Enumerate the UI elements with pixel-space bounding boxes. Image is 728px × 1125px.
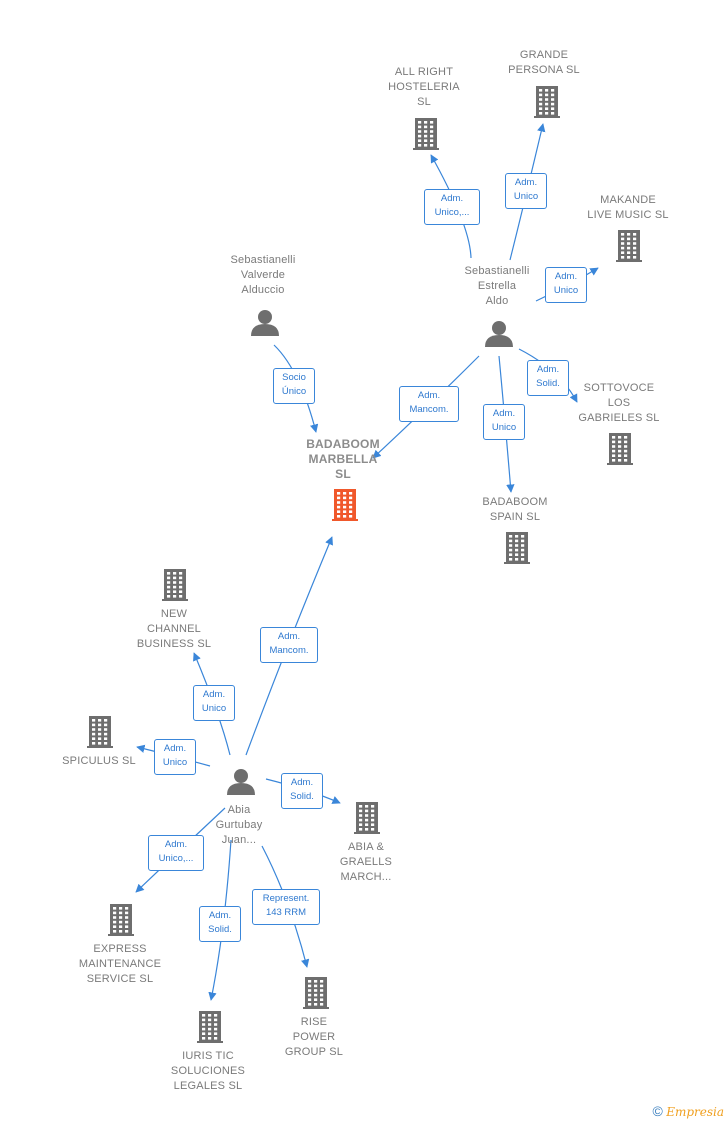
footer-brand: © Empresia (653, 1103, 724, 1119)
node-label-sebastianelli_estrella[interactable]: Sebastianelli Estrella Aldo (464, 265, 530, 307)
node-label-abia[interactable]: Abia Gurtubay Juan... (215, 804, 263, 846)
building-icon-all_right[interactable] (413, 118, 439, 150)
edge-label-e13: Adm. Solid. (199, 906, 241, 942)
edge-label-e1: Socio Único (273, 368, 315, 404)
edge-label-e9: Adm. Unico (193, 685, 235, 721)
node-label-sebastianelli_valverde[interactable]: Sebastianelli Valverde Alduccio (230, 254, 296, 296)
edge-label-e11: Adm. Solid. (281, 773, 323, 809)
building-icon-spiculus[interactable] (87, 716, 113, 748)
node-label-grande_persona[interactable]: GRANDE PERSONA SL (508, 49, 580, 76)
edge-label-e7: Adm. Unico (483, 404, 525, 440)
edge-label-e4: Adm. Unico (505, 173, 547, 209)
edge-label-e2: Adm. Mancom. (399, 386, 459, 422)
node-label-sottovoce[interactable]: SOTTOVOCE LOS GABRIELES SL (578, 382, 660, 424)
building-icon-express[interactable] (108, 904, 134, 936)
node-label-express[interactable]: EXPRESS MAINTENANCE SERVICE SL (78, 943, 162, 985)
node-label-spiculus[interactable]: SPICULUS SL (62, 755, 136, 767)
building-icon-abia_graells[interactable] (354, 802, 380, 834)
building-icon-makande[interactable] (616, 230, 642, 262)
node-label-badaboom_spain[interactable]: BADABOOM SPAIN SL (482, 496, 548, 523)
edge-label-e8: Adm. Mancom. (260, 627, 318, 663)
node-label-rise[interactable]: RISE POWER GROUP SL (284, 1016, 344, 1058)
building-icon-new_channel[interactable] (162, 569, 188, 601)
edge-label-e10: Adm. Unico (154, 739, 196, 775)
building-icon-sottovoce[interactable] (607, 433, 633, 465)
node-label-new_channel[interactable]: NEW CHANNEL BUSINESS SL (136, 608, 212, 650)
edge-label-e14: Represent. 143 RRM (252, 889, 320, 925)
edge-label-e6: Adm. Solid. (527, 360, 569, 396)
node-label-makande[interactable]: MAKANDE LIVE MUSIC SL (587, 194, 669, 221)
edge-label-e12: Adm. Unico,... (148, 835, 204, 871)
building-icon-badaboom_spain[interactable] (504, 532, 530, 564)
building-icon-badaboom_marbella[interactable] (332, 489, 358, 521)
node-label-all_right[interactable]: ALL RIGHT HOSTELERIA SL (388, 66, 460, 108)
building-icon-iuris[interactable] (197, 1011, 223, 1043)
person-icon-abia[interactable] (227, 769, 255, 795)
node-label-abia_graells[interactable]: ABIA & GRAELLS MARCH... (339, 841, 393, 883)
node-label-iuris[interactable]: IURIS TIC SOLUCIONES LEGALES SL (170, 1050, 246, 1092)
building-icon-grande_persona[interactable] (534, 86, 560, 118)
brand-name: Empresia (666, 1105, 724, 1119)
node-label-badaboom_marbella[interactable]: BADABOOM MARBELLA SL (306, 437, 380, 481)
edge-label-e5: Adm. Unico (545, 267, 587, 303)
person-icon-sebastianelli_estrella[interactable] (485, 321, 513, 347)
building-icon-rise[interactable] (303, 977, 329, 1009)
person-icon-sebastianelli_valverde[interactable] (251, 310, 279, 336)
edge-label-e3: Adm. Unico,... (424, 189, 480, 225)
copyright-icon: © (652, 1103, 663, 1119)
